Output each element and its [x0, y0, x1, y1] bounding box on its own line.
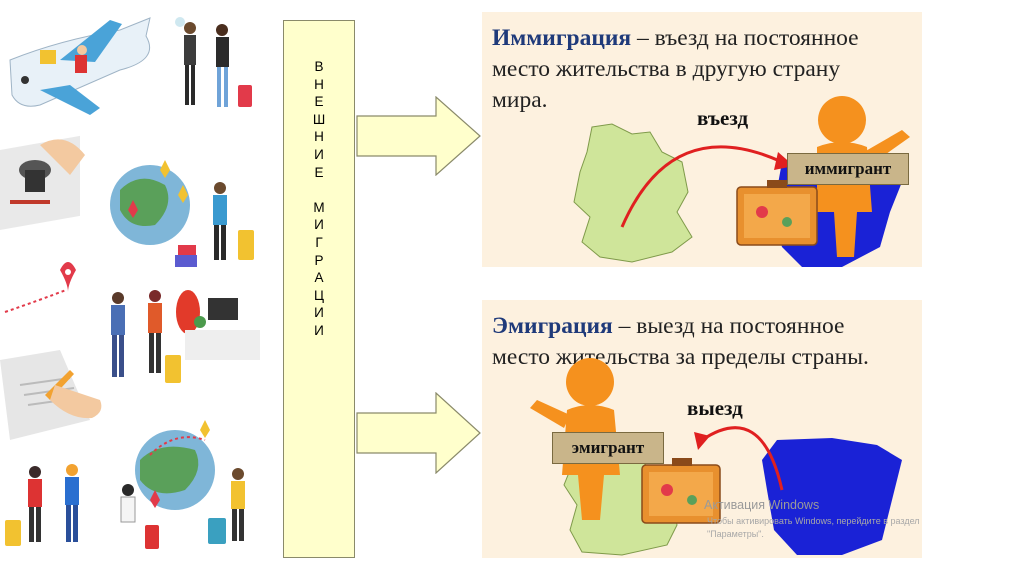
- external-migration-box: [283, 20, 355, 558]
- traveler-with-luggage: [213, 182, 254, 260]
- definition-text: – въезд на постоянное: [631, 25, 859, 51]
- suitcase-icon: [736, 180, 818, 246]
- vertical-letter: А: [314, 270, 324, 286]
- vertical-letter: Н: [314, 76, 324, 92]
- emigration-term: Эмиграция: [492, 313, 613, 339]
- entry-arrow: [620, 145, 783, 228]
- office-illustration: [111, 290, 260, 383]
- vertical-letter: [283, 181, 355, 199]
- windows-activation-title: Активация Windows: [704, 498, 820, 512]
- map-pin-icon: [4, 262, 76, 313]
- external-migration-label: В Н Е Ш Н И Е М И Г Р А Ц И И: [283, 58, 355, 340]
- windows-activation-line1: Чтобы активировать Windows, перейдите в …: [707, 516, 920, 526]
- arrow-right-icon: [356, 392, 481, 474]
- vertical-letter: Р: [314, 252, 324, 268]
- emigration-map-illustration: [530, 358, 902, 556]
- vertical-letter: Е: [314, 164, 324, 180]
- definition-text: место жительства в другую страну: [492, 56, 841, 82]
- immigration-panel: Иммиграция – въезд на постоянное место ж…: [482, 12, 922, 267]
- entry-label: въезд: [697, 106, 749, 130]
- emigration-panel: Эмиграция – выезд на постоянное место жи…: [482, 300, 922, 558]
- migration-illustrations: [0, 17, 260, 549]
- spain-map: [762, 438, 902, 555]
- exit-arrow: [701, 426, 784, 491]
- globe-illustration-2: [135, 420, 226, 544]
- germany-map: [573, 123, 693, 263]
- signing-hand-illustration: [0, 350, 102, 440]
- emigrant-tag: эмигрант: [552, 432, 664, 464]
- windows-activation-line2: "Параметры".: [707, 529, 764, 539]
- vertical-letter: Н: [314, 129, 324, 145]
- arrow-right-icon: [356, 96, 481, 176]
- immigration-map-illustration: [573, 96, 910, 267]
- vertical-letter: Ш: [312, 111, 326, 127]
- travelers-illustration: [175, 17, 252, 107]
- immigration-term: Иммиграция: [492, 25, 632, 51]
- bottom-travelers: [5, 464, 245, 549]
- definition-text: мира.: [492, 87, 548, 113]
- vertical-letter: Г: [315, 234, 323, 250]
- vertical-letter: И: [314, 217, 324, 233]
- emigration-definition: Эмиграция – выезд на постоянное место жи…: [492, 311, 869, 373]
- stamp-illustration: [0, 135, 85, 230]
- vertical-letter: М: [313, 199, 325, 215]
- airplane-illustration: [9, 17, 151, 115]
- vertical-letter: И: [314, 322, 324, 338]
- vertical-letter: В: [314, 59, 324, 74]
- vertical-letter: И: [314, 146, 324, 162]
- definition-text: – выезд на постоянное: [612, 313, 845, 339]
- vertical-letter: Е: [314, 94, 324, 110]
- vertical-letter: Ц: [314, 287, 324, 303]
- suitcase-icon: [641, 458, 721, 524]
- immigrant-tag: иммигрант: [787, 153, 909, 185]
- definition-text: место жительства за пределы страны.: [492, 344, 869, 370]
- globe-illustration: [110, 160, 197, 267]
- vertical-letter: И: [314, 305, 324, 321]
- immigration-definition: Иммиграция – въезд на постоянное место ж…: [492, 23, 859, 116]
- exit-label: выезд: [687, 396, 743, 420]
